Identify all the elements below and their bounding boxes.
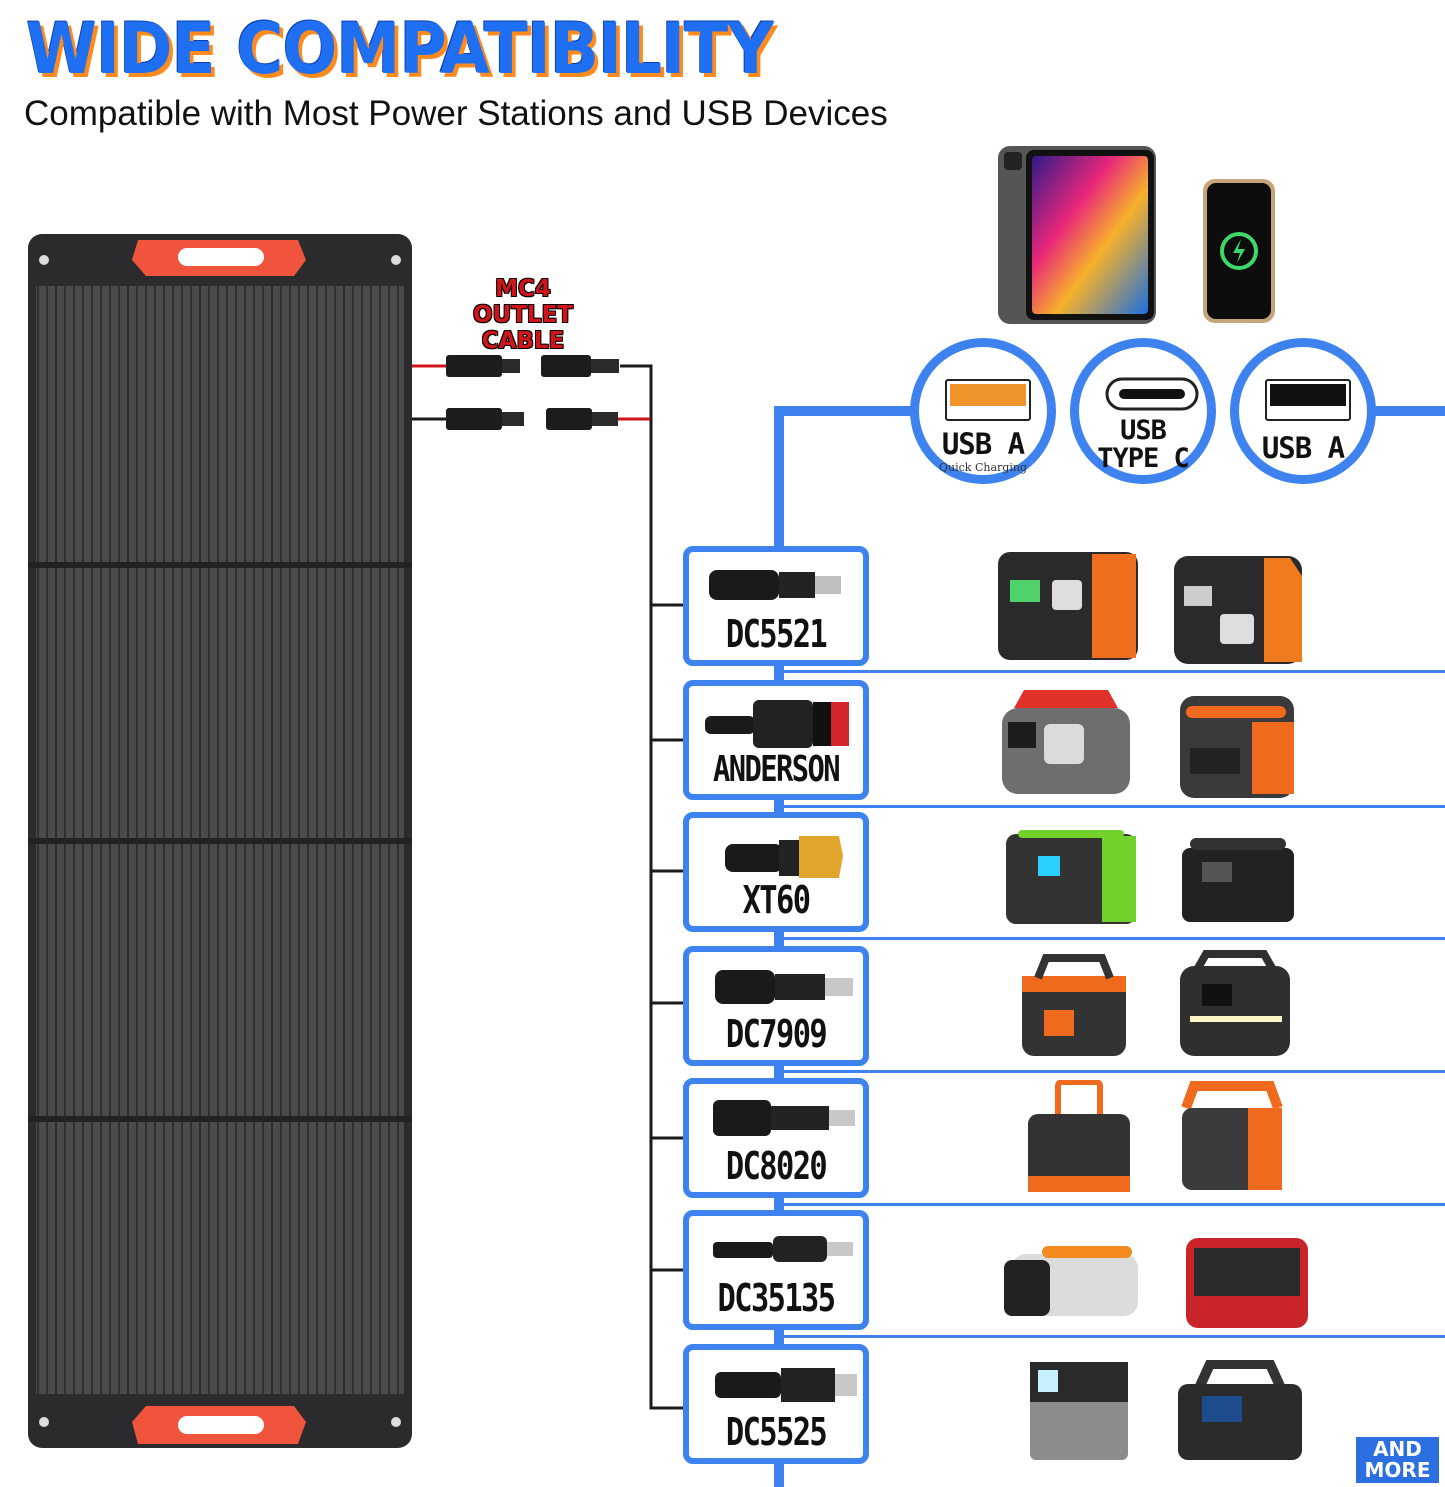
power-station-image bbox=[1006, 830, 1136, 924]
connector-dc8020: DC8020 bbox=[683, 1078, 869, 1198]
connector-label: DC8020 bbox=[725, 1144, 828, 1188]
power-station-image bbox=[998, 552, 1138, 660]
page-title: WIDE COMPATIBILITY bbox=[26, 8, 774, 90]
usb-a-port: USB A bbox=[1230, 338, 1376, 484]
connector-label: DC35135 bbox=[717, 1276, 837, 1320]
power-station-image bbox=[1174, 556, 1302, 664]
usb-a-quick-charging-port: USB A Quick Charging bbox=[910, 338, 1056, 484]
power-station-image bbox=[1180, 950, 1290, 1056]
and-more-line2: MORE bbox=[1364, 1458, 1431, 1482]
dc35135-plug-icon bbox=[713, 1236, 853, 1262]
usb-type-c-port: USB TYPE C bbox=[1070, 338, 1216, 484]
smartphone-icon bbox=[1203, 179, 1275, 323]
power-station-image bbox=[1004, 1246, 1138, 1316]
connector-label: DC5521 bbox=[725, 612, 828, 656]
page-subtitle: Compatible with Most Power Stations and … bbox=[24, 94, 888, 133]
connector-dc5525: DC5525 bbox=[683, 1344, 869, 1464]
dc5525-plug-icon bbox=[715, 1368, 857, 1402]
usb-a-black-icon bbox=[1265, 379, 1351, 421]
usb-a-label: USB A bbox=[941, 427, 1025, 461]
power-station-image bbox=[1181, 1081, 1283, 1190]
mc4-cable-label: MC4 OUTLET CABLE bbox=[428, 276, 618, 354]
and-more-badge: AND MORE bbox=[1356, 1437, 1439, 1483]
usb-type-c-label: USB TYPE C bbox=[1079, 417, 1207, 473]
connector-dc7909: DC7909 bbox=[683, 946, 869, 1066]
connector-label: DC7909 bbox=[725, 1012, 828, 1056]
power-station-image bbox=[1186, 1238, 1308, 1328]
connector-label: DC5525 bbox=[725, 1410, 828, 1454]
connector-xt60: XT60 bbox=[683, 812, 869, 932]
power-station-image bbox=[1030, 1362, 1128, 1460]
connector-dc35135: DC35135 bbox=[683, 1210, 869, 1330]
connector-anderson: ANDERSON bbox=[683, 680, 869, 800]
usb-a-label-2: USB A bbox=[1261, 431, 1345, 465]
power-station-image bbox=[1022, 954, 1126, 1056]
power-station-image bbox=[1028, 1080, 1130, 1192]
anderson-plug-icon bbox=[705, 700, 849, 748]
solar-panel-image bbox=[28, 234, 412, 1448]
mc4-label-line2: OUTLET CABLE bbox=[473, 302, 573, 354]
usb-c-icon bbox=[1105, 377, 1199, 411]
mc4-label-line1: MC4 bbox=[495, 276, 551, 302]
xt60-plug-icon bbox=[725, 836, 843, 878]
usb-a-orange-icon bbox=[945, 379, 1031, 421]
dc8020-plug-icon bbox=[713, 1100, 855, 1136]
connector-label: ANDERSON bbox=[713, 749, 841, 790]
dc7909-plug-icon bbox=[715, 970, 853, 1004]
and-more-line1: AND bbox=[1373, 1437, 1422, 1461]
power-station-image bbox=[1180, 696, 1294, 798]
connector-label: XT60 bbox=[742, 878, 811, 922]
power-station-image bbox=[1178, 1360, 1302, 1460]
connector-dc5521: DC5521 bbox=[683, 546, 869, 666]
mc4-connector-icon bbox=[446, 355, 619, 430]
dc5521-plug-icon bbox=[709, 570, 841, 600]
usb-c-label-line1: USB bbox=[1120, 415, 1167, 446]
usb-c-label-line2: TYPE C bbox=[1097, 443, 1190, 474]
tablet-icon bbox=[998, 146, 1156, 324]
quick-charging-label: Quick Charging bbox=[939, 461, 1027, 474]
power-station-image bbox=[1002, 690, 1130, 794]
power-station-image bbox=[1182, 838, 1294, 922]
